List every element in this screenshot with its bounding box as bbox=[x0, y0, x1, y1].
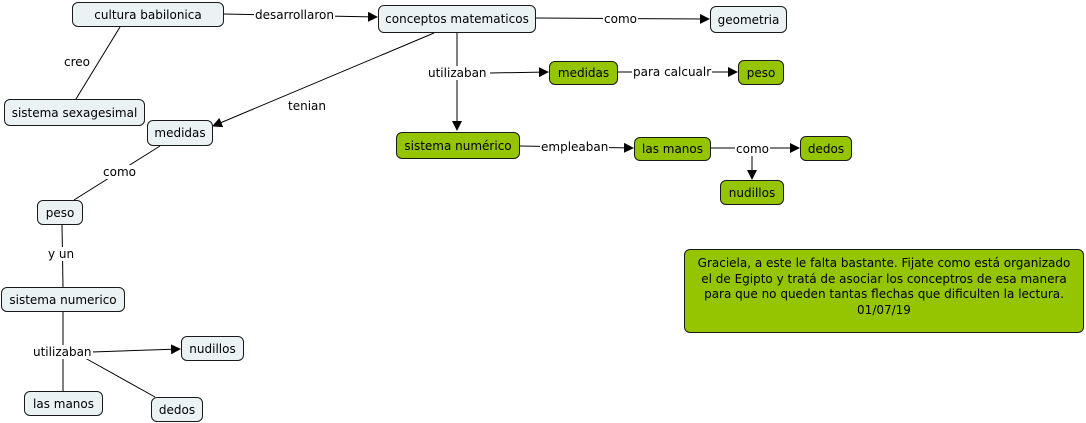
link-utilizaban-nudillos bbox=[91, 344, 181, 355]
node-dedos-left[interactable]: dedos bbox=[151, 397, 203, 422]
link-label-creo: creo bbox=[63, 55, 91, 69]
link-label-como-peso: como bbox=[102, 165, 137, 179]
link-label-y-un: y un bbox=[47, 247, 76, 261]
node-conceptos-matematicos[interactable]: conceptos matematicos bbox=[378, 5, 536, 33]
link-label-desarrollaron: desarrollaron bbox=[254, 8, 335, 22]
node-las-manos-right[interactable]: las manos bbox=[634, 137, 711, 161]
node-peso-left[interactable]: peso bbox=[37, 200, 83, 225]
comment-text: Graciela, a este le falta bastante. Fija… bbox=[697, 256, 1071, 302]
comment-note: Graciela, a este le falta bastante. Fija… bbox=[684, 249, 1084, 333]
link-utilizaban-medidas bbox=[489, 67, 549, 78]
node-nudillos-right[interactable]: nudillos bbox=[720, 180, 784, 205]
node-medidas-left[interactable]: medidas bbox=[147, 120, 213, 146]
link-label-como-dedos: como bbox=[735, 142, 770, 156]
comment-date: 01/07/19 bbox=[857, 302, 911, 317]
link-cultura-sexagesimal bbox=[75, 26, 121, 100]
node-las-manos-left[interactable]: las manos bbox=[24, 391, 103, 416]
link-label-para-calcualr: para calcualr bbox=[632, 65, 713, 79]
link-label-utilizaban-right: utilizaban bbox=[427, 66, 488, 80]
node-sistema-numerico-right[interactable]: sistema numérico bbox=[396, 132, 520, 159]
node-geometria[interactable]: geometria bbox=[710, 6, 787, 33]
node-sistema-numerico-left[interactable]: sistema numerico bbox=[1, 287, 125, 312]
node-cultura-babilonica[interactable]: cultura babilonica bbox=[72, 2, 224, 27]
link-label-tenian: tenian bbox=[287, 99, 327, 113]
link-utilizaban-dedos bbox=[84, 357, 156, 398]
node-medidas-right[interactable]: medidas bbox=[549, 61, 618, 85]
link-label-utilizaban-left: utilizaban bbox=[32, 345, 93, 359]
link-conceptos-medidas bbox=[212, 32, 435, 128]
node-sistema-sexagesimal[interactable]: sistema sexagesimal bbox=[4, 99, 145, 126]
node-dedos-right[interactable]: dedos bbox=[800, 136, 852, 161]
node-nudillos-left[interactable]: nudillos bbox=[181, 336, 244, 361]
node-peso-right[interactable]: peso bbox=[738, 60, 784, 85]
link-label-empleaban: empleaban bbox=[540, 140, 610, 154]
link-label-como-geometria: como bbox=[603, 12, 638, 26]
